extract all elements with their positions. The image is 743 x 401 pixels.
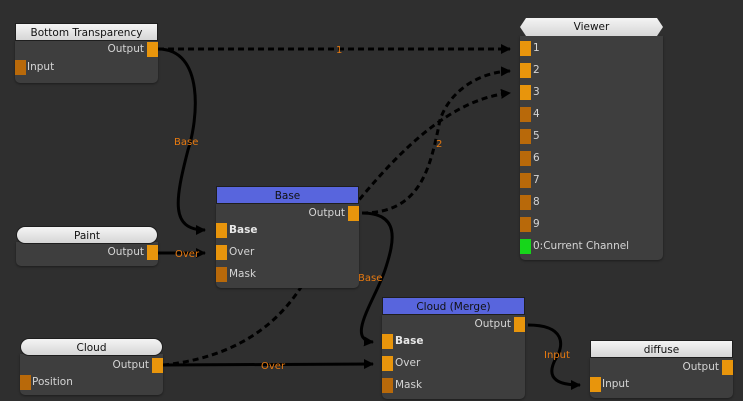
output-label: Output — [308, 207, 345, 219]
input-port-base[interactable] — [216, 223, 227, 238]
input-label-base: Base — [229, 224, 258, 236]
input-label-mask: Mask — [395, 379, 423, 391]
wire-label-over-2: Over — [261, 361, 286, 372]
viewer-input-label: 1 — [533, 42, 540, 54]
input-label-over: Over — [395, 357, 421, 369]
node-title[interactable]: Cloud — [20, 338, 163, 356]
wire-base-viewer2[interactable] — [361, 66, 511, 215]
output-port[interactable] — [147, 245, 158, 260]
viewer-input-label: 4 — [533, 108, 540, 120]
viewer-input-port[interactable] — [520, 173, 531, 188]
viewer-input-port[interactable] — [520, 63, 531, 78]
output-port[interactable] — [722, 360, 733, 375]
viewer-input-port[interactable] — [520, 217, 531, 232]
viewer-input-port[interactable] — [520, 151, 531, 166]
wire-label-base-1: Base — [174, 137, 198, 148]
input-port-over[interactable] — [382, 356, 393, 371]
input-label-over: Over — [229, 246, 255, 258]
output-label: Output — [682, 361, 719, 373]
node-bottom-transparency[interactable]: Bottom Transparency Output Input — [15, 23, 158, 83]
output-label: Output — [112, 359, 149, 371]
wire-bt-base[interactable] — [157, 47, 206, 235]
wire-cloud-merge[interactable] — [162, 359, 374, 370]
node-title[interactable]: Base — [216, 186, 359, 204]
viewer-input-label: 6 — [533, 152, 540, 164]
wire-label-input: Input — [544, 350, 570, 361]
node-title[interactable]: Paint — [16, 226, 158, 244]
input-label: Input — [27, 61, 55, 73]
node-diffuse[interactable]: diffuse Output Input — [590, 340, 733, 398]
viewer-input-port[interactable] — [520, 41, 531, 56]
wire-label-over-1: Over — [175, 249, 200, 260]
node-title[interactable]: Cloud (Merge) — [382, 297, 525, 315]
viewer-input-label: 7 — [533, 174, 540, 186]
input-label: Input — [602, 378, 630, 390]
viewer-input-port[interactable] — [520, 107, 531, 122]
output-port[interactable] — [514, 317, 525, 332]
input-port[interactable] — [20, 375, 31, 390]
wire-label-1: 1 — [336, 45, 342, 56]
input-port-mask[interactable] — [216, 267, 227, 282]
node-cloud[interactable]: Cloud Output Position — [20, 338, 163, 395]
wire-cloud-viewer3[interactable] — [162, 88, 511, 367]
wire-label-2: 2 — [436, 139, 442, 150]
input-label-mask: Mask — [229, 268, 257, 280]
input-label: Position — [32, 376, 73, 388]
node-title[interactable]: diffuse — [590, 340, 733, 358]
output-port[interactable] — [348, 206, 359, 221]
output-label: Output — [107, 43, 144, 55]
input-port[interactable] — [590, 377, 601, 392]
input-port-over[interactable] — [216, 245, 227, 260]
node-cloud-merge[interactable]: Cloud (Merge) Output Base Over Mask — [382, 297, 525, 399]
output-port[interactable] — [147, 42, 158, 57]
output-label: Output — [474, 318, 511, 330]
node-title[interactable]: Viewer — [520, 18, 663, 36]
viewer-input-port[interactable] — [520, 85, 531, 100]
viewer-input-label: 0:Current Channel — [533, 240, 630, 252]
viewer-input-label: 8 — [533, 196, 540, 208]
wire-merge-diffuse[interactable] — [527, 323, 581, 390]
input-label-base: Base — [395, 335, 424, 347]
node-base[interactable]: Base Output Base Over Mask — [216, 186, 359, 288]
input-port-base[interactable] — [382, 334, 393, 349]
viewer-input-port[interactable] — [520, 239, 531, 254]
viewer-input-port[interactable] — [520, 129, 531, 144]
input-port[interactable] — [15, 60, 26, 75]
viewer-input-label: 2 — [533, 64, 540, 76]
viewer-input-port[interactable] — [520, 195, 531, 210]
wire-base-merge[interactable] — [359, 211, 394, 347]
node-viewer[interactable]: Viewer 1 2 3 4 5 6 7 8 9 0:Current Channel — [520, 18, 663, 260]
input-port-mask[interactable] — [382, 378, 393, 393]
output-port[interactable] — [152, 358, 163, 373]
viewer-input-label: 3 — [533, 86, 540, 98]
viewer-input-label: 9 — [533, 218, 540, 230]
wire-label-base-2: Base — [358, 273, 382, 284]
viewer-input-label: 5 — [533, 130, 540, 142]
output-label: Output — [107, 246, 144, 258]
node-title[interactable]: Bottom Transparency — [15, 23, 158, 41]
node-paint[interactable]: Paint Output — [16, 226, 158, 266]
